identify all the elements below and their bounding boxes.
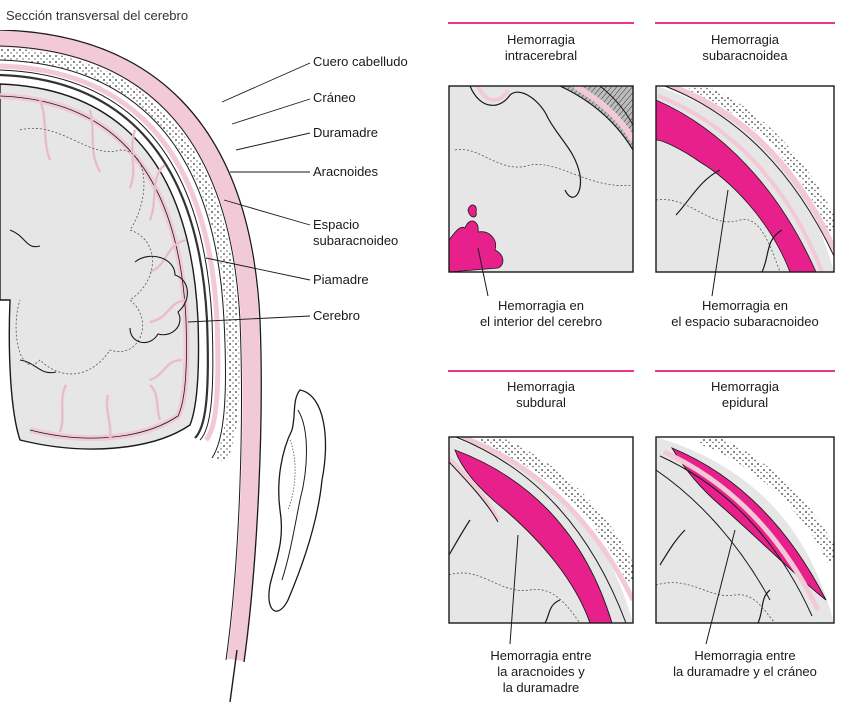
panel-subdural bbox=[449, 437, 633, 623]
panel-intracerebral bbox=[449, 86, 633, 272]
panel-subarachnoid bbox=[656, 86, 834, 272]
panel-epidural bbox=[656, 437, 834, 623]
